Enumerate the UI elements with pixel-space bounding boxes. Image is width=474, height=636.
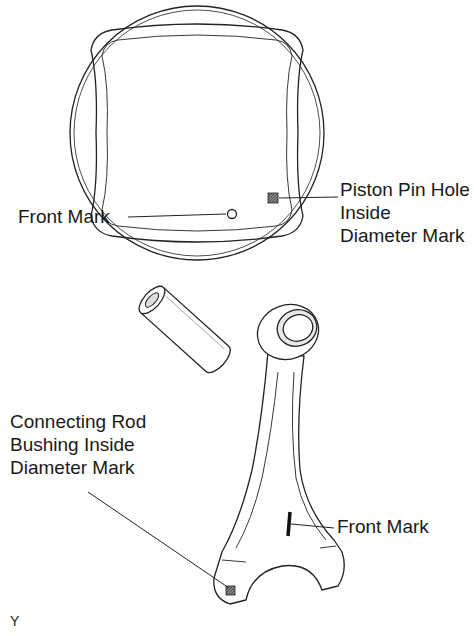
pin-hole-mark xyxy=(268,193,278,203)
bushing-outer xyxy=(272,304,322,352)
bushing-bore xyxy=(279,311,316,346)
leader-line xyxy=(128,214,226,217)
rod-front-mark xyxy=(288,512,290,536)
part-label: Connecting Rod Bushing Inside Diameter M… xyxy=(10,410,175,479)
piston-rim xyxy=(74,10,320,256)
piston-pin xyxy=(135,282,235,377)
part-label: Front Mark xyxy=(337,515,467,538)
valve-recess-inner xyxy=(102,35,292,231)
part-label: Front Mark xyxy=(18,205,130,228)
rod-web-edge xyxy=(292,372,326,540)
rod-small-end xyxy=(250,296,327,368)
pin-bore xyxy=(143,291,161,310)
pin-body xyxy=(141,287,235,377)
connecting-rod xyxy=(214,296,344,604)
pin-end xyxy=(135,282,170,318)
rod-web-edge xyxy=(236,372,278,548)
rod-bolt-boss xyxy=(222,546,336,562)
pin-shade xyxy=(163,294,224,349)
figure-code: Y xyxy=(10,612,40,630)
valve-recess-outer xyxy=(91,24,303,242)
leader-line xyxy=(279,197,338,198)
rod-beam xyxy=(214,352,344,604)
leader-line xyxy=(291,524,334,528)
piston-front-mark xyxy=(228,210,237,219)
leader-line xyxy=(88,492,229,588)
part-label: Piston Pin Hole Inside Diameter Mark xyxy=(340,178,470,247)
